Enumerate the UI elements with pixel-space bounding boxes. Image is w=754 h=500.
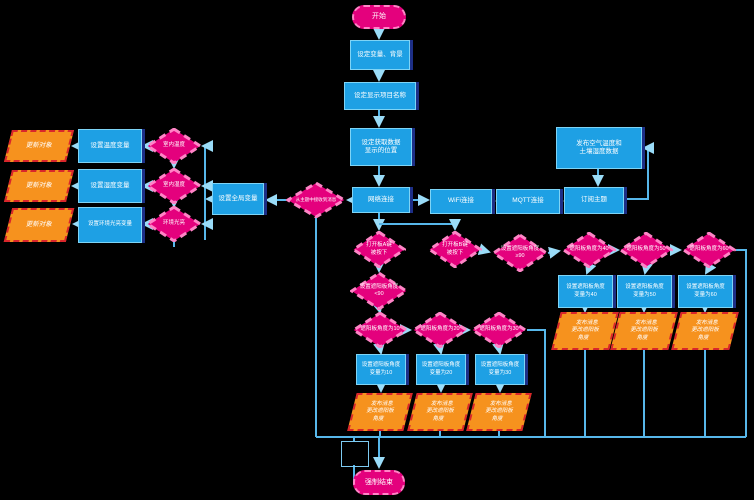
decision-shade-angle-50: 遮阳板角度为50 [619, 232, 673, 268]
io-update-object-2: 更新对象 [4, 170, 74, 202]
process-set-angle-variable-60: 设置遮阳板角度 变量为60 [678, 275, 733, 308]
io-publish-angle-message-3: 发布消息 更改遮阳板 角度 [466, 393, 532, 431]
process-set-humidity-variable: 设置湿度变量 [78, 169, 142, 203]
io-publish-angle-message-5: 发布消息 更改遮阳板 角度 [610, 312, 678, 350]
process-subscribe-topic: 订阅主题 [564, 187, 624, 214]
decision-indoor-humidity: 室内湿度 [146, 168, 202, 204]
decision-shade-angle-60: 遮阳板角度为60 [682, 232, 736, 268]
process-set-display-title: 设定显示项目名称 [344, 82, 416, 110]
start-label: 开始 [372, 13, 386, 21]
io-publish-angle-message-6: 发布消息 更改遮阳板 角度 [671, 312, 739, 350]
process-set-global-variables: 设置全局变量 [212, 183, 264, 215]
process-set-angle-variable-50: 设置遮阳板角度 变量为50 [617, 275, 672, 308]
decision-ambient-light: 环境光亮 [146, 206, 202, 242]
process-set-angle-variable-30: 设置遮阳板角度 变量为30 [475, 354, 525, 385]
loop-node [341, 441, 369, 467]
decision-shade-angle-40: 遮阳板角度为40 [562, 232, 616, 268]
io-publish-angle-message-4: 发布消息 更改遮阳板 角度 [551, 312, 619, 350]
process-set-angle-variable-10: 设置遮阳板角度 变量为10 [356, 354, 406, 385]
process-wifi-connect: WiFi连接 [430, 189, 492, 214]
process-set-angle-variable-40: 设置遮阳板角度 变量为40 [558, 275, 613, 308]
decision-message-received: 从主题中接收到消息 [286, 182, 346, 218]
process-set-variables: 设定变量、背景 [350, 40, 410, 70]
decision-shade-angle-ge90: 设置遮阳板角度 ≥90 [492, 234, 548, 272]
decision-button-a-pressed: 打开板A键 被按下 [352, 231, 406, 268]
process-network-connect: 网络连接 [352, 187, 410, 213]
process-set-angle-variable-20: 设置遮阳板角度 变量为20 [416, 354, 466, 385]
start-node: 开始 [352, 5, 406, 29]
decision-shade-angle-30: 遮阳板角度为30 [471, 312, 527, 348]
io-update-object-3: 更新对象 [3, 208, 75, 242]
decision-button-b-pressed: 打开板B键 被按下 [428, 231, 482, 268]
io-update-object-1: 更新对象 [4, 130, 74, 162]
end-node: 强制结束 [353, 470, 405, 495]
decision-shade-angle-10: 遮阳板角度为10 [352, 312, 408, 348]
decision-indoor-temp: 室内温度 [146, 128, 202, 164]
decision-shade-angle-20: 遮阳板角度为20 [412, 312, 468, 348]
process-set-data-position: 设定获取数据 显示的位置 [350, 128, 412, 166]
io-publish-angle-message-2: 发布消息 更改遮阳板 角度 [407, 393, 473, 431]
process-mqtt-connect: MQTT连接 [496, 189, 560, 214]
process-set-temp-variable: 设置温度变量 [78, 129, 142, 163]
process-set-ambient-light-variable: 设置环境光亮变量 [78, 207, 142, 243]
decision-shade-angle-lt90: 设置遮阳板角度 <90 [350, 272, 408, 310]
process-publish-sensor-data: 发布空气温度和 土壤湿度数据 [556, 127, 642, 169]
io-publish-angle-message-1: 发布消息 更改遮阳板 角度 [347, 393, 413, 431]
end-label: 强制结束 [365, 478, 393, 486]
